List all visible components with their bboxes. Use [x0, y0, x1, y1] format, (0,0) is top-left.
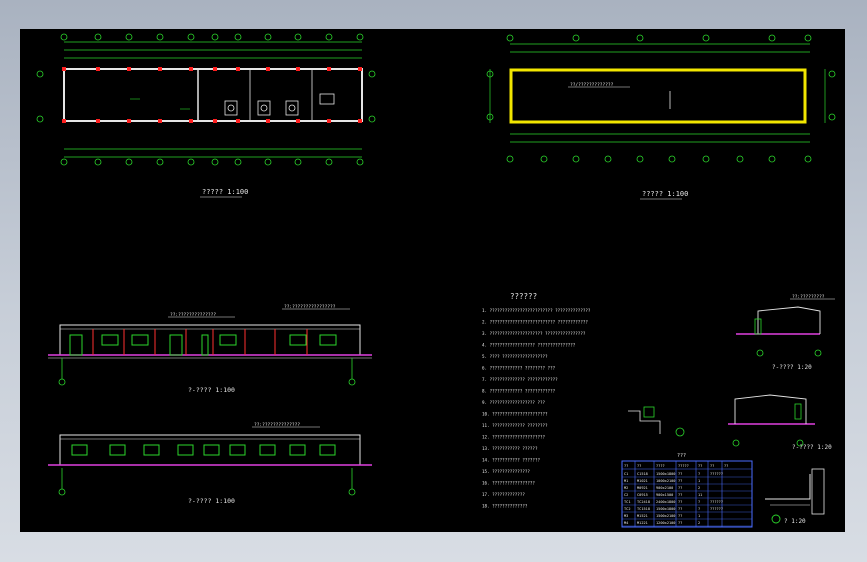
table-cell: ?? — [678, 514, 682, 518]
notes-line: 1. ????????????????????????? ???????????… — [482, 308, 591, 313]
table-cell: 1 — [698, 479, 700, 483]
detail-title: ? 1:20 — [784, 518, 806, 525]
notes-line: 10. ?????????????????????? — [482, 412, 548, 417]
notes-line: 7. ?????????????? ???????????? — [482, 377, 558, 382]
cad-drawing-viewport[interactable]: ????? 1:100 ??/????????????? ????? 1:100 — [20, 29, 845, 532]
notes-line: 2. ?????????????????????????? ??????????… — [482, 320, 588, 325]
table-cell: 900x2100 — [656, 486, 673, 490]
section-1-label: ??:????????? — [792, 294, 825, 300]
notes-line: 15. ??????????????? — [482, 469, 530, 474]
table-cell: 2 — [698, 521, 700, 525]
table-cell: ? — [698, 500, 700, 504]
table-header-cell: ???? — [656, 464, 665, 468]
roof-plan: ??/????????????? ????? 1:100 — [486, 34, 836, 200]
table-cell: 900x1500 — [656, 493, 673, 497]
front-elevation-label-1: ??:?????????????? — [170, 312, 216, 318]
table-title: ??? — [677, 453, 686, 459]
table-cell: 11 — [698, 493, 702, 497]
section-2-title: ?-???? 1:20 — [792, 444, 832, 451]
table-cell: M4 — [624, 521, 628, 525]
rear-elevation-title: ?-???? 1:100 — [188, 497, 235, 505]
table-header-cell: ?? — [698, 464, 702, 468]
table-body: C1 C1518 1500x1800????????? M1 M1021 1000x210… — [622, 472, 752, 527]
table-cell: C2 — [624, 493, 628, 497]
table-header-row: ??????????????????? — [624, 464, 728, 468]
detail-1: ? 1:20 — [765, 468, 825, 525]
table-cell: M1 — [624, 479, 628, 483]
table-cell: 1200x2100 — [656, 521, 675, 525]
section-1-title: ?-???? 1:20 — [772, 364, 812, 371]
table-cell: ?? — [678, 500, 682, 504]
table-cell: M3 — [624, 514, 628, 518]
front-elevation-title: ?-???? 1:100 — [188, 386, 235, 394]
notes-line: 16. ????????????????? — [482, 481, 535, 486]
notes-line: 3. ????????????????????? ???????????????… — [482, 331, 586, 336]
floor-plan-title: ????? 1:100 — [202, 188, 248, 196]
table-cell: C1 — [624, 472, 628, 476]
section-1: ??:????????? ?-???? 1:20 — [736, 294, 835, 371]
table-cell: ?? — [678, 507, 682, 511]
table-cell: 2400x1800 — [656, 500, 675, 504]
table-cell: ?? — [678, 479, 682, 483]
table-header-cell: ?? — [637, 464, 641, 468]
notes-line: 13. ??????????? ?????? — [482, 446, 538, 451]
section-2: ?-???? 1:20 — [728, 394, 832, 451]
notes-line: 11. ????????????? ???????? — [482, 423, 548, 428]
rear-elevation: ??:?????????????? ?-???? 1:100 — [48, 422, 372, 505]
table-cell: C0915 — [637, 493, 648, 497]
table-cell: 2 — [698, 486, 700, 490]
table-header-cell: ????? — [678, 464, 689, 468]
table-cell: 1 — [698, 514, 700, 518]
table-cell: 1000x2100 — [656, 479, 675, 483]
table-cell: M1221 — [637, 521, 648, 525]
notes-body: 1. ????????????????????????? ???????????… — [482, 308, 591, 509]
table-cell: TC1518 — [637, 507, 650, 511]
table-cell: TC1 — [624, 500, 631, 504]
table-cell: ?????? — [710, 472, 723, 476]
notes-title: ?????? — [510, 292, 537, 301]
design-notes: ?????? 1. ????????????????????????? ????… — [482, 292, 591, 509]
table-cell: ?? — [678, 521, 682, 525]
table-cell: M2 — [624, 486, 628, 490]
notes-line: 17. ????????????? — [482, 492, 525, 497]
table-cell: ?????? — [710, 507, 723, 511]
table-cell: C1518 — [637, 472, 648, 476]
notes-line: 9. ?????????????????? ??? — [482, 400, 546, 405]
table-cell: TC2 — [624, 507, 631, 511]
step-detail — [628, 406, 685, 437]
table-cell: M0921 — [637, 486, 648, 490]
notes-line: 18. ?????????????? — [482, 504, 528, 509]
notes-line: 4. ?????????????????? ??????????????? — [482, 343, 576, 348]
table-header-cell: ?? — [724, 464, 728, 468]
table-cell: TC2418 — [637, 500, 650, 504]
roof-label: ??/????????????? — [570, 82, 614, 88]
table-cell: ? — [698, 507, 700, 511]
table-cell: 1500x1800 — [656, 472, 675, 476]
front-elevation-label-2: ??:???????????????? — [284, 304, 336, 310]
table-cell: ?? — [678, 486, 682, 490]
table-cell: ? — [698, 472, 700, 476]
notes-line: 12. ????????????????????? — [482, 435, 546, 440]
table-cell: 1500x1800 — [656, 507, 675, 511]
rear-elevation-label: ??:?????????????? — [254, 422, 300, 428]
notes-line: 8. ????????????? ???????????? — [482, 389, 556, 394]
notes-line: 5. ???? ?????????????????? — [482, 354, 548, 359]
table-cell: M1521 — [637, 514, 648, 518]
table-header-cell: ?? — [624, 464, 628, 468]
notes-line: 6. ????????????? ???????? ??? — [482, 366, 556, 371]
table-cell: ?? — [678, 493, 682, 497]
drawing-canvas: ????? 1:100 ??/????????????? ????? 1:100 — [36, 33, 836, 528]
notes-line: 14. ??????????? ??????? — [482, 458, 540, 463]
roof-plan-title: ????? 1:100 — [642, 190, 688, 198]
table-cell: ?? — [678, 472, 682, 476]
table-cell: 1500x2100 — [656, 514, 675, 518]
front-elevation: ??:?????????????? ??:???????????????? ?-… — [48, 304, 372, 394]
table-header-cell: ?? — [710, 464, 714, 468]
table-cell: ?????? — [710, 500, 723, 504]
table-cell: M1021 — [637, 479, 648, 483]
floor-plan: ????? 1:100 — [36, 33, 376, 198]
